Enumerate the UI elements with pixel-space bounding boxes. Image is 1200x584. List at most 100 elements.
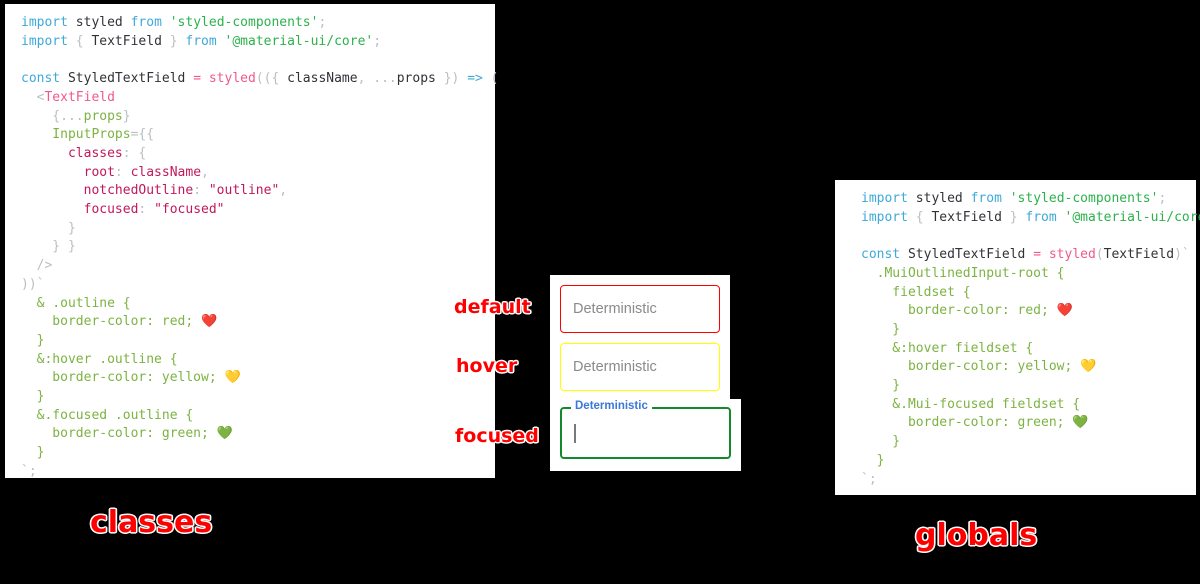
code-line: &:hover .outline { (21, 351, 495, 370)
code-line: root: className, (21, 164, 495, 183)
code-token: , (279, 183, 288, 199)
code-token: border-color: green; (21, 426, 217, 442)
code-token: border-color: yellow; (861, 359, 1081, 375)
code-token: } (1009, 209, 1018, 225)
code-token: border-color: red; (861, 303, 1057, 319)
code-line: InputProps={{ (21, 126, 495, 145)
code-token: ... (60, 108, 84, 124)
code-token: fieldset { (861, 284, 971, 300)
code-token: } (169, 33, 178, 49)
code-token: 'styled-components' (169, 15, 319, 30)
code-token: { (21, 108, 61, 124)
code-token: "outline" (208, 183, 280, 199)
code-token: styled (1048, 247, 1096, 263)
code-token: ... (373, 71, 397, 87)
code-line: `; (21, 463, 495, 482)
code-line: } (21, 388, 495, 407)
code-line: } (861, 452, 1196, 471)
code-token: } (21, 445, 45, 461)
code-token: InputProps (21, 127, 131, 143)
textfield-default[interactable]: Deterministic (560, 285, 720, 333)
code-token: ; (1158, 191, 1167, 206)
code-token: ) (451, 71, 468, 87)
code-line: &.Mui-focused fieldset { (861, 396, 1196, 415)
code-token: border-color: red; (21, 314, 202, 330)
code-token: border-color: green; (861, 415, 1073, 431)
code-token: 'styled-components' (1009, 191, 1159, 206)
code-panel-classes: import styled from 'styled-components';i… (5, 4, 499, 479)
textfield-hover[interactable]: Deterministic (560, 343, 720, 391)
code-token: ( (490, 71, 499, 87)
code-line: import { TextField } from '@material-ui/… (21, 33, 495, 52)
annotation-focused: focused (455, 425, 539, 447)
code-token: notchedOutline (21, 183, 194, 199)
code-token: &.focused .outline { (21, 407, 194, 423)
code-token: : (193, 183, 209, 199)
code-token: /> (21, 258, 53, 274)
code-token: root (21, 164, 115, 180)
code-token: ❤️ (1056, 303, 1073, 319)
caption-globals: globals (915, 518, 1038, 553)
code-line: &:hover fieldset { (861, 340, 1196, 359)
code-token: (( (255, 71, 272, 87)
code-token: StyledTextField (67, 71, 194, 87)
annotation-default: default (454, 296, 531, 318)
code-token: from (970, 191, 1010, 206)
code-token: => (467, 71, 491, 87)
code-line: } (861, 321, 1196, 340)
code-line: import styled from 'styled-components'; (861, 190, 1196, 209)
code-token: const (21, 71, 68, 87)
code-line: /> (21, 257, 495, 276)
code-token: } (861, 434, 901, 450)
code-line: notchedOutline: "outline", (21, 182, 495, 201)
code-line: } (861, 377, 1196, 396)
annotation-hover: hover (456, 355, 518, 377)
code-line: border-color: green; 💚 (861, 414, 1196, 433)
code-line: {...props} (21, 108, 495, 127)
code-token: className (279, 71, 358, 87)
code-line: border-color: red; ❤️ (21, 313, 495, 332)
code-line: classes: { (21, 145, 495, 164)
code-token: import (861, 191, 916, 206)
code-token: = (193, 71, 209, 87)
code-line: `; (861, 471, 1196, 490)
code-token: : { (122, 145, 147, 161)
code-line: } } (21, 238, 495, 257)
code-token: styled (208, 71, 256, 87)
code-token: : (114, 164, 131, 180)
code-token: "focused" (154, 202, 225, 218)
code-token: from (130, 15, 170, 30)
code-token: `; (861, 471, 877, 487)
code-token: ={{ (130, 127, 155, 143)
demo-card-default: Deterministic (550, 275, 730, 339)
code-token: import (21, 15, 76, 30)
code-token: < (21, 89, 45, 105)
code-token: { (75, 33, 84, 49)
code-token: ; (373, 33, 382, 49)
code-token: } (21, 332, 45, 348)
text-caret (574, 423, 576, 443)
code-token: } (21, 220, 76, 236)
textfield-focused-label: Deterministic (571, 400, 652, 412)
code-token: } (21, 389, 45, 405)
demo-card-focused: Deterministic (550, 399, 741, 471)
code-token: } (861, 452, 885, 468)
code-token: { (915, 209, 924, 225)
code-token: : (138, 202, 155, 218)
code-line: } (861, 433, 1196, 452)
code-token: 💛 (224, 370, 241, 386)
code-token: focused (21, 202, 139, 218)
code-panel-globals: import styled from 'styled-components';i… (835, 180, 1200, 495)
code-token: '@material-ui/core' (224, 33, 374, 49)
code-line (861, 227, 1196, 246)
code-token: .MuiOutlinedInput-root { (861, 265, 1065, 281)
code-line: ))` (21, 276, 495, 295)
textfield-focused[interactable]: Deterministic (560, 400, 731, 459)
textfield-demo-stack: Deterministic Deterministic Deterministi… (550, 275, 741, 471)
code-token: import (861, 209, 916, 225)
code-line: focused: "focused" (21, 201, 495, 220)
code-token: } (443, 71, 452, 87)
code-token: } (861, 321, 901, 337)
code-token: from (1017, 209, 1065, 225)
code-line: border-color: yellow; 💛 (21, 369, 495, 388)
